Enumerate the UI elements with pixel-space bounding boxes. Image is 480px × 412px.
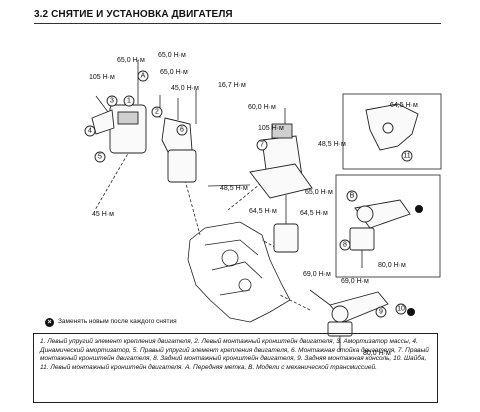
svg-text:7: 7	[260, 142, 264, 149]
callout-a: A	[137, 70, 149, 82]
callout-3: 3	[106, 95, 118, 107]
torque-label: 80,0 Н·м	[378, 262, 406, 269]
torque-label: 65,0 Н·м	[305, 189, 333, 196]
svg-text:8: 8	[343, 242, 347, 249]
torque-label: 105 Н·м	[89, 74, 115, 81]
torque-label: 80,0 Н·м	[363, 350, 391, 357]
svg-text:B: B	[350, 193, 355, 200]
torque-label: 16,7 Н·м	[218, 82, 246, 89]
torque-label: 64,5 Н·м	[249, 208, 277, 215]
inset-parts	[349, 103, 419, 268]
torque-label: 45,0 Н·м	[171, 85, 199, 92]
svg-text:11: 11	[403, 153, 410, 160]
svg-text:3: 3	[110, 98, 114, 105]
center-mount-assembly	[207, 108, 313, 253]
inset-box-middle	[335, 174, 441, 278]
torque-label: 69,0 Н·м	[341, 278, 369, 285]
torque-label: 45 Н·м	[92, 211, 114, 218]
callout-1: 1	[123, 95, 135, 107]
page-title: 3.2 СНЯТИЕ И УСТАНОВКА ДВИГАТЕЛЯ	[34, 9, 233, 20]
title-rule	[34, 23, 441, 24]
svg-text:10: 10	[397, 306, 405, 313]
torque-label: 64,5 Н·м	[300, 210, 328, 217]
svg-text:2: 2	[155, 109, 159, 116]
torque-label: 60,0 Н·м	[248, 104, 276, 111]
callout-2: 2	[151, 106, 163, 118]
left-mount-assembly	[91, 60, 197, 183]
callout-8: 8	[339, 239, 351, 251]
torque-label: 105 Н·м	[258, 125, 284, 132]
rear-mount-assembly	[309, 289, 389, 352]
replace-note: Заменять новым после каждого снятия	[58, 318, 177, 325]
torque-label: 64,5 Н·м	[390, 102, 418, 109]
torque-label: 65,0 Н·м	[158, 52, 186, 59]
torque-label: 48,5 Н·м	[318, 141, 346, 148]
svg-text:5: 5	[98, 154, 102, 161]
inset-box-top	[342, 93, 442, 170]
svg-text:9: 9	[379, 309, 383, 316]
torque-label: 65,0 Н·м	[117, 57, 145, 64]
torque-label: 65,0 Н·м	[160, 69, 188, 76]
replace-marker-icon: ×	[45, 318, 54, 327]
callout-11: 11	[401, 150, 413, 162]
svg-text:1: 1	[127, 98, 131, 105]
callout-9: 9	[375, 306, 387, 318]
callout-b: B	[346, 190, 358, 202]
callout-10: 10	[395, 303, 407, 315]
callout-4: 4	[84, 125, 96, 137]
svg-text:6: 6	[180, 127, 184, 134]
callout-6: 6	[176, 124, 188, 136]
torque-label: 69,0 Н·м	[303, 271, 331, 278]
engine-outline	[187, 221, 291, 323]
callout-5: 5	[94, 151, 106, 163]
svg-text:A: A	[141, 73, 146, 80]
legend-box: 1. Левый упругий элемент крепления двига…	[33, 333, 438, 403]
replace-marker-icon	[407, 308, 415, 316]
callout-7: 7	[256, 139, 268, 151]
svg-text:4: 4	[88, 128, 92, 135]
replace-marker-icon	[415, 205, 423, 213]
torque-label: 48,5 Н·м	[220, 185, 248, 192]
